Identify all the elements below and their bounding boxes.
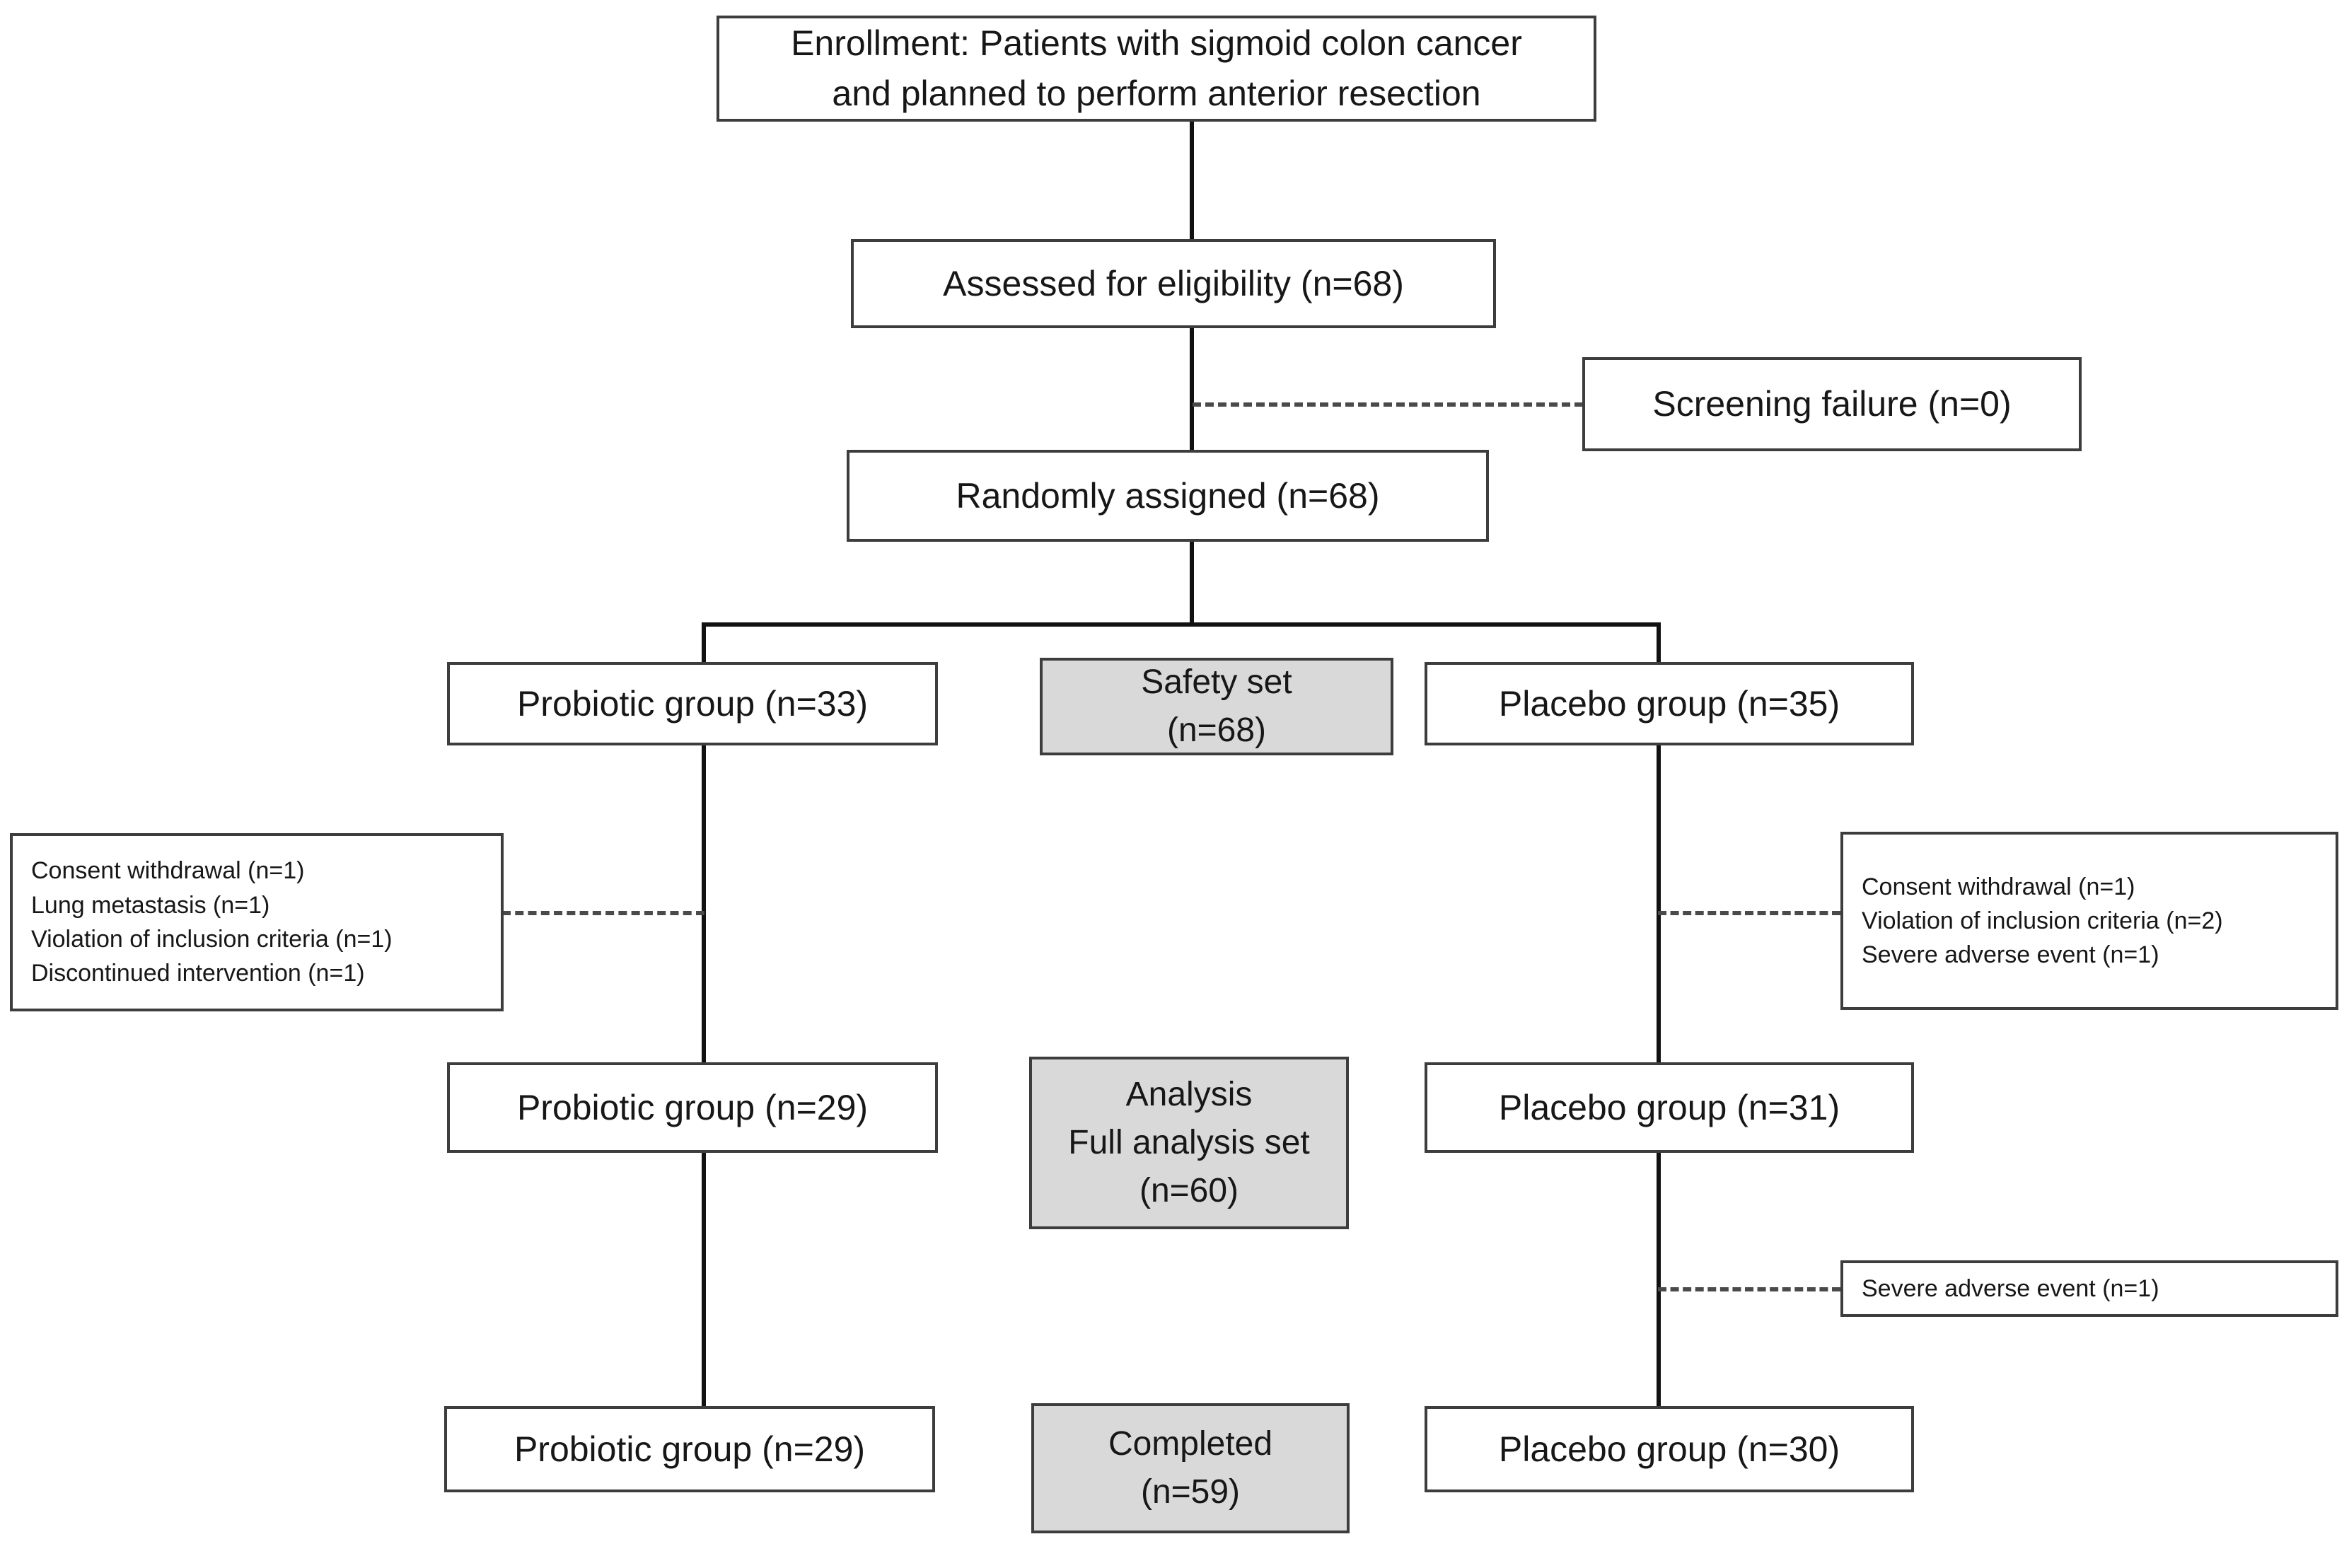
node-assessed-for-eligibility-label: Assessed for eligibility (n=68): [943, 263, 1404, 303]
connector-randomized-to-branch: [1190, 542, 1194, 625]
node-probiotic-analysis: Probiotic group (n=29): [447, 1062, 938, 1153]
node-placebo-analysis: Placebo group (n=31): [1425, 1062, 1914, 1153]
node-assessed-for-eligibility: Assessed for eligibility (n=68): [851, 239, 1496, 328]
node-placebo-analysis-label: Placebo group (n=31): [1498, 1087, 1840, 1127]
node-placebo-late-exclusion: Severe adverse event (n=1): [1840, 1260, 2338, 1317]
node-completed: Completed (n=59): [1031, 1403, 1350, 1533]
node-safety-set: Safety set (n=68): [1040, 658, 1393, 755]
connector-probiotic-spine-lower: [702, 1151, 706, 1406]
connector-screening-failure-dashed: [1193, 402, 1583, 407]
node-probiotic-completed-label: Probiotic group (n=29): [514, 1429, 866, 1469]
connector-bus-to-probiotic: [702, 622, 706, 663]
node-screening-failure: Screening failure (n=0): [1582, 357, 2082, 451]
node-randomly-assigned: Randomly assigned (n=68): [847, 450, 1489, 542]
node-probiotic-exclusions: Consent withdrawal (n=1) Lung metastasis…: [10, 833, 504, 1011]
node-probiotic-exclusions-label: Consent withdrawal (n=1) Lung metastasis…: [31, 857, 393, 987]
node-placebo-allocated: Placebo group (n=35): [1425, 662, 1914, 745]
node-full-analysis-set-label: Analysis Full analysis set (n=60): [1068, 1075, 1310, 1210]
connector-enrollment-to-assessed: [1190, 120, 1194, 242]
node-probiotic-completed: Probiotic group (n=29): [444, 1406, 935, 1492]
node-enrollment: Enrollment: Patients with sigmoid colon …: [717, 16, 1596, 122]
connector-probiotic-exclusions-dashed: [502, 911, 704, 915]
node-placebo-completed: Placebo group (n=30): [1425, 1406, 1914, 1492]
node-probiotic-allocated: Probiotic group (n=33): [447, 662, 938, 745]
node-safety-set-label: Safety set (n=68): [1141, 663, 1292, 749]
node-full-analysis-set: Analysis Full analysis set (n=60): [1029, 1057, 1349, 1229]
node-placebo-exclusions: Consent withdrawal (n=1) Violation of in…: [1840, 832, 2338, 1010]
node-placebo-exclusions-label: Consent withdrawal (n=1) Violation of in…: [1862, 873, 2223, 969]
node-probiotic-analysis-label: Probiotic group (n=29): [516, 1087, 869, 1127]
node-enrollment-label: Enrollment: Patients with sigmoid colon …: [791, 23, 1522, 113]
connector-placebo-late-exclusion-dashed: [1658, 1287, 1840, 1291]
connector-placebo-spine-upper: [1657, 745, 1661, 1063]
node-placebo-completed-label: Placebo group (n=30): [1498, 1429, 1840, 1469]
connector-assessed-to-randomized: [1190, 327, 1194, 452]
connector-placebo-spine-lower: [1657, 1151, 1661, 1406]
node-randomly-assigned-label: Randomly assigned (n=68): [956, 475, 1380, 516]
connector-bus-to-placebo: [1657, 622, 1661, 663]
connector-placebo-exclusions-dashed: [1658, 911, 1840, 915]
node-placebo-allocated-label: Placebo group (n=35): [1498, 683, 1840, 724]
connector-branch-bus: [702, 622, 1661, 627]
node-probiotic-allocated-label: Probiotic group (n=33): [516, 683, 869, 724]
connector-probiotic-spine-upper: [702, 745, 706, 1063]
node-completed-label: Completed (n=59): [1108, 1424, 1273, 1511]
node-screening-failure-label: Screening failure (n=0): [1652, 384, 2012, 424]
node-placebo-late-exclusion-label: Severe adverse event (n=1): [1862, 1274, 2159, 1302]
